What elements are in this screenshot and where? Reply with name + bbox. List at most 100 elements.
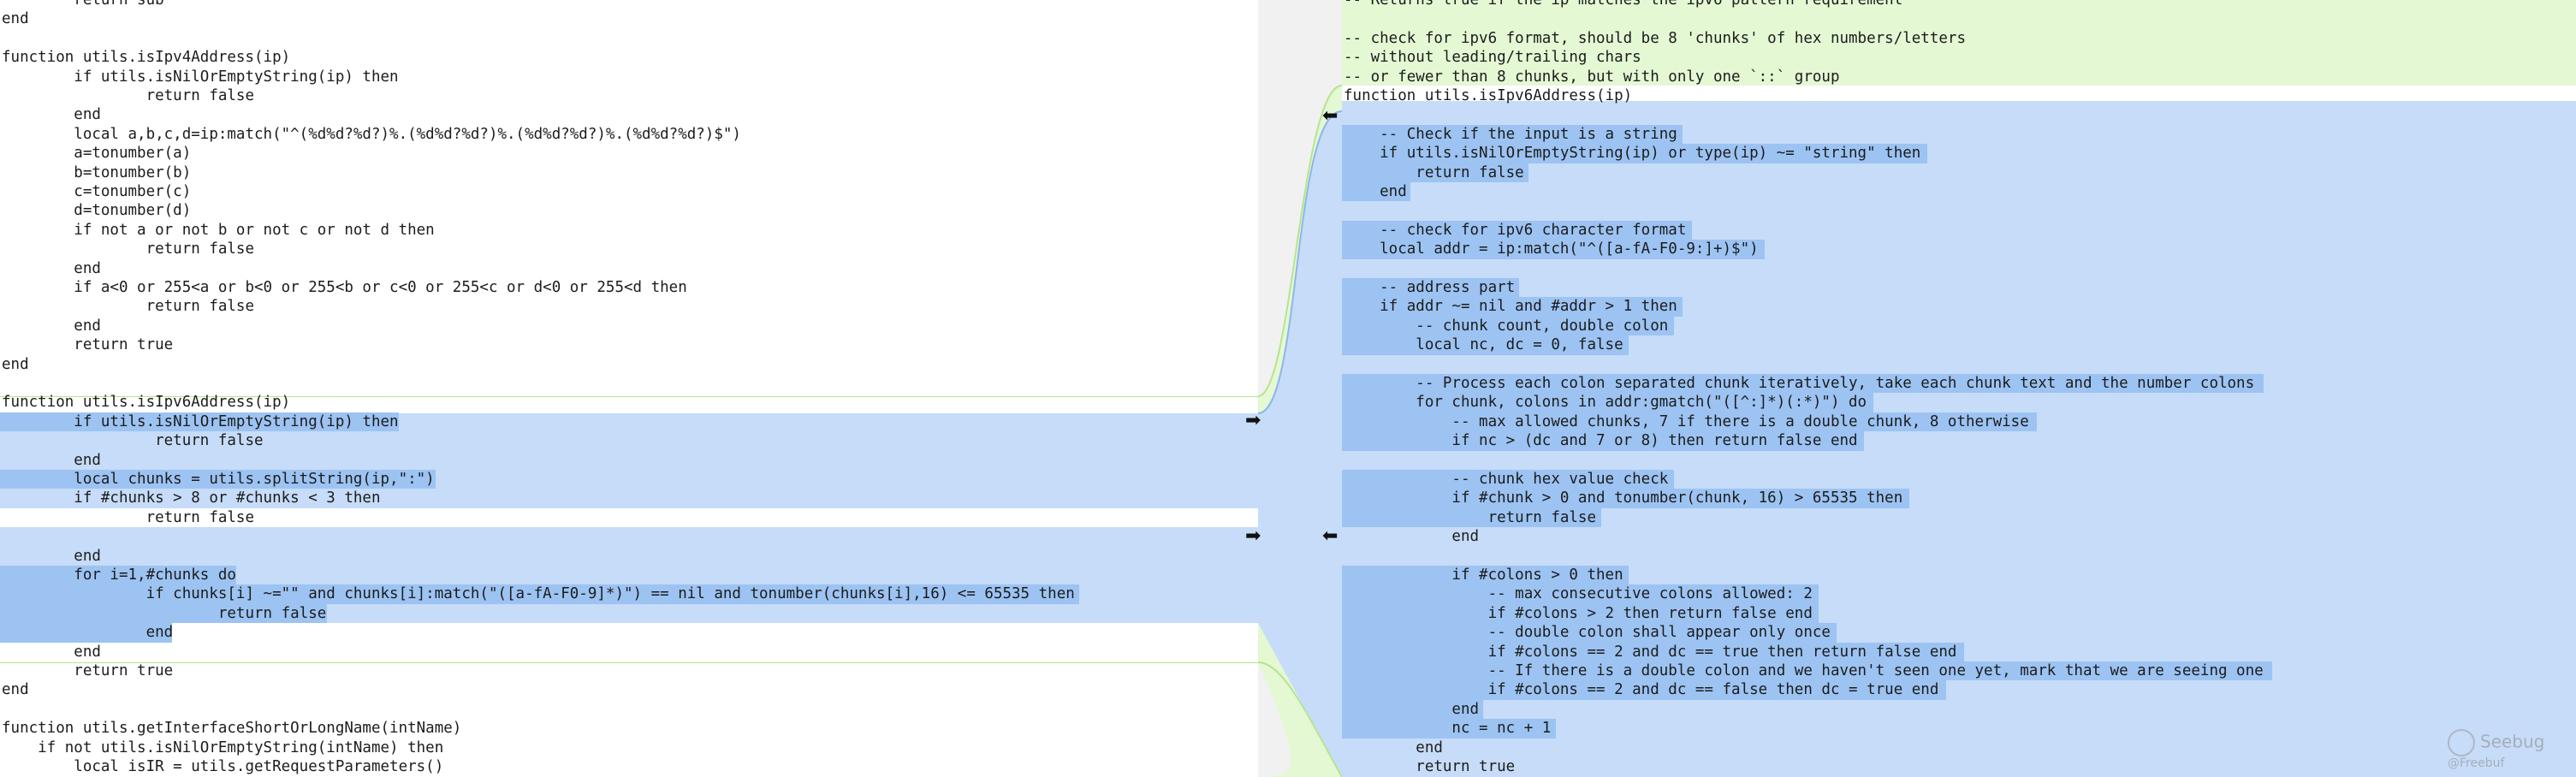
selection-row	[0, 623, 173, 643]
code-line: return false	[0, 86, 1258, 105]
code-line-text: return false	[2, 508, 255, 526]
code-line: return false	[0, 508, 1258, 527]
selection-row	[0, 470, 436, 489]
code-line-text: if utils.isNilOrEmptyString(ip) or type(…	[1344, 145, 1921, 163]
code-line	[1342, 547, 2576, 566]
arrow-right-icon[interactable]: ➡	[1245, 410, 1261, 431]
code-line-text: if #chunks > 8 or #chunks < 3 then	[2, 489, 381, 507]
right-editor-pane[interactable]: -- Returns true if the ip matches the ip…	[1342, 0, 2576, 777]
code-line-text: return false	[1344, 508, 1597, 526]
code-line: end	[0, 451, 1258, 470]
code-line-text: end	[2, 317, 101, 335]
code-line: end	[0, 9, 1258, 28]
code-line-text: -- max allowed chunks, 7 if there is a d…	[1344, 412, 2029, 430]
code-line: if #colons > 0 then	[1342, 566, 2576, 584]
code-line-text: b=tonumber(b)	[2, 163, 192, 181]
code-line-text: -- without leading/trailing chars	[1344, 49, 1641, 67]
code-line: return true	[0, 335, 1258, 354]
selection-row	[0, 566, 236, 585]
code-line-text: end	[2, 10, 29, 28]
arrow-left-icon[interactable]: ⬅	[1322, 105, 1338, 127]
selection-row	[1342, 623, 1837, 643]
code-line: if utils.isNilOrEmptyString(ip) then	[0, 412, 1258, 431]
code-line-text: -- max consecutive colons allowed: 2	[1344, 585, 1813, 603]
code-line: function utils.getInterfaceShortOrLongNa…	[0, 719, 1258, 738]
code-line-text: -- Returns true if the ip matches the ip…	[1344, 0, 1903, 9]
code-line-text: return false	[2, 432, 264, 450]
code-line-text: -- Process each colon separated chunk it…	[1344, 375, 2255, 392]
code-line-text: local isIR = utils.getRequestParameters(…	[2, 758, 444, 775]
code-line-text: end	[2, 259, 101, 277]
code-line-text: nc = nc + 1	[1344, 720, 1552, 738]
code-line: end	[0, 680, 1258, 699]
code-line-text: if #colons == 2 and dc == true then retu…	[1344, 643, 1957, 661]
code-line: return false	[0, 297, 1258, 316]
code-line-text: for chunk, colons in addr:gmatch("([^:]*…	[1344, 394, 1867, 412]
code-line: -- max consecutive colons allowed: 2	[1342, 584, 2576, 603]
selection-row	[1342, 719, 1556, 738]
watermark-text: Seebug	[2480, 731, 2545, 752]
code-line: return sub	[0, 0, 1258, 9]
diff-gutter	[1258, 0, 1342, 777]
code-line-text: if nc > (dc and 7 or 8) then return fals…	[1344, 432, 1858, 450]
code-line: local addr = ip:match("^([a-fA-F0-9:]+)$…	[1342, 240, 2576, 258]
code-line	[1342, 201, 2576, 220]
code-line: if utils.isNilOrEmptyString(ip) then	[0, 68, 1258, 86]
code-line: function utils.isIpv4Address(ip)	[0, 48, 1258, 67]
code-line: if chunks[i] ~="" and chunks[i]:match("(…	[0, 584, 1258, 603]
selection-row	[1342, 566, 1629, 585]
diff-connectors	[1258, 85, 1342, 777]
code-line-text: return false	[2, 298, 255, 316]
code-line	[0, 700, 1258, 719]
code-line-text: end	[1344, 700, 1480, 718]
selection-row	[1342, 431, 1865, 451]
code-line: local nc, dc = 0, false	[1342, 335, 2576, 354]
code-line: -- chunk count, double colon	[1342, 317, 2576, 335]
code-line-text: -- chunk hex value check	[1344, 471, 1669, 488]
selection-row	[0, 584, 1080, 604]
selection-row	[1342, 470, 1674, 489]
code-line-text: -- check for ipv6 format, should be 8 'c…	[1344, 29, 1966, 47]
code-line-text: end	[2, 681, 29, 699]
code-line: return false	[1342, 508, 2576, 527]
selection-row	[0, 412, 400, 432]
code-line-text: end	[2, 547, 101, 565]
selection-row	[1342, 699, 1483, 720]
code-line: for chunk, colons in addr:gmatch("([^:]*…	[1342, 393, 2576, 412]
code-line: d=tonumber(d)	[0, 201, 1258, 220]
selection-row	[1342, 393, 1873, 412]
code-line	[1342, 105, 2576, 124]
selection-row	[1342, 182, 1411, 202]
code-line-text: end	[1344, 528, 1480, 546]
code-line-text: if chunks[i] ~="" and chunks[i]:match("(…	[2, 585, 1075, 603]
code-line: end	[0, 547, 1258, 566]
code-line-text: local nc, dc = 0, false	[1344, 336, 1623, 354]
code-line: -- check for ipv6 character format	[1342, 221, 2576, 240]
code-line: function utils.isIpv6Address(ip)	[0, 393, 1258, 412]
code-line-text: return false	[2, 87, 255, 104]
code-line: -- Returns true if the ip matches the ip…	[1342, 0, 2576, 9]
code-line-text: -- address part	[1344, 279, 1516, 296]
code-line: end	[0, 105, 1258, 124]
code-line-text: end	[2, 106, 101, 124]
code-line-text: if #chunk > 0 and tonumber(chunk, 16) > …	[1344, 489, 1903, 507]
code-line-text: local addr = ip:match("^([a-fA-F0-9:]+)$…	[1344, 240, 1759, 258]
code-line-text: if #colons == 2 and dc == false then dc …	[1344, 681, 1939, 699]
code-line: return false	[0, 240, 1258, 258]
code-line-text: return false	[2, 240, 255, 258]
selection-row	[1342, 278, 1520, 298]
code-line: return false	[0, 604, 1258, 623]
code-line: for i=1,#chunks do	[0, 566, 1258, 584]
code-line-text: d=tonumber(d)	[2, 202, 192, 220]
code-line: if a<0 or 255<a or b<0 or 255<b or c<0 o…	[0, 278, 1258, 297]
code-line-text: function utils.isIpv6Address(ip)	[2, 394, 291, 412]
selection-row	[1342, 661, 2273, 681]
arrow-left-icon[interactable]: ⬅	[1322, 525, 1338, 547]
arrow-right-icon[interactable]: ➡	[1245, 525, 1261, 547]
code-line-text: end	[2, 355, 29, 373]
code-line-text: end	[1344, 183, 1407, 200]
selection-row	[1342, 642, 1964, 661]
code-line: if utils.isNilOrEmptyString(ip) or type(…	[1342, 144, 2576, 163]
code-line: if #colons > 2 then return false end	[1342, 604, 2576, 623]
